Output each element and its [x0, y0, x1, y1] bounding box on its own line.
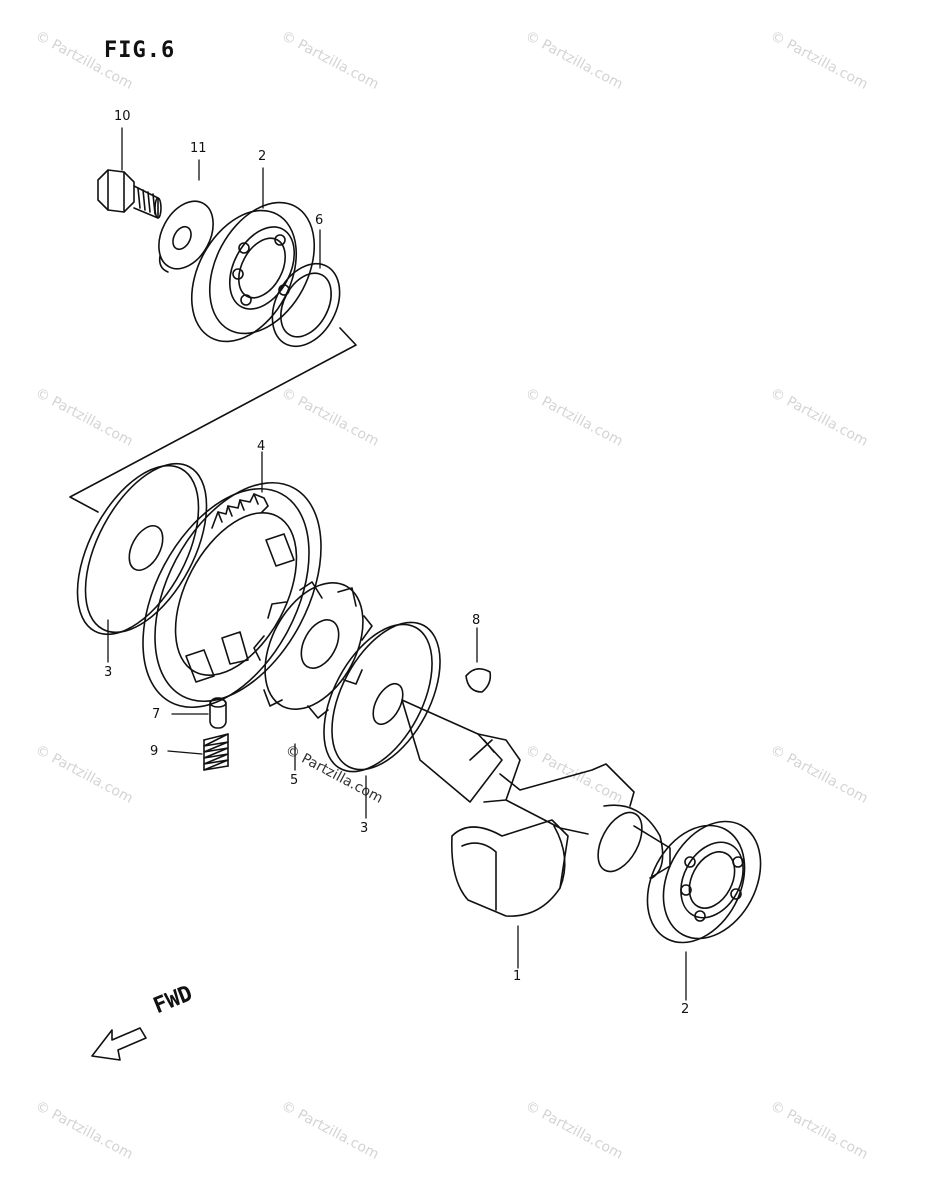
- callout-5: 5: [290, 773, 299, 788]
- figure-title: FIG.6: [104, 38, 176, 63]
- callout-9: 9: [150, 744, 159, 759]
- callout-10: 10: [114, 109, 131, 124]
- bearing-icon: [190, 201, 316, 343]
- callout-2: 2: [681, 1002, 690, 1017]
- oil-seal-icon: [271, 262, 341, 348]
- callout-3: 3: [360, 821, 369, 836]
- spring-icon: [203, 733, 229, 771]
- washer-icon: [76, 462, 208, 636]
- leader-lines: [107, 127, 687, 1001]
- callout-7: 7: [152, 707, 161, 722]
- retainer-icon: [253, 581, 373, 719]
- gear-icon: [142, 481, 322, 709]
- shaft-icon: [401, 699, 671, 917]
- callout-4: 4: [257, 439, 266, 454]
- bearing-icon: [646, 820, 762, 944]
- callout-2: 2: [258, 149, 267, 164]
- callout-6: 6: [315, 213, 324, 228]
- callout-11: 11: [190, 141, 207, 156]
- callout-1: 1: [513, 969, 522, 984]
- callout-3: 3: [104, 665, 113, 680]
- pin-icon: [209, 697, 227, 729]
- key-icon: [465, 668, 492, 693]
- bolt-icon: [97, 169, 162, 219]
- fwd-arrow-icon: [91, 1027, 147, 1061]
- callout-8: 8: [472, 613, 481, 628]
- group-bracket: [69, 327, 357, 513]
- washer-icon: [323, 621, 441, 773]
